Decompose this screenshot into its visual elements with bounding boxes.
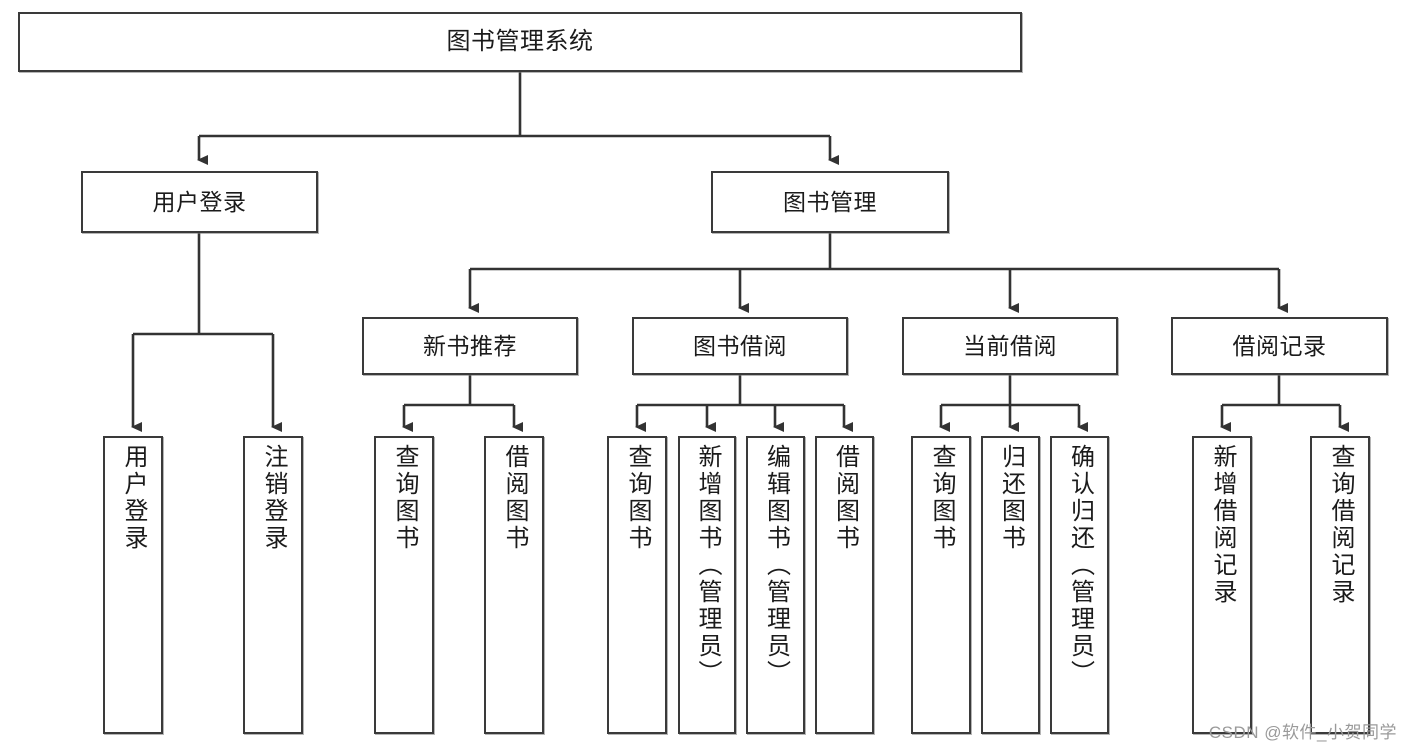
leaf-query-borrow-record[interactable]: 查询借阅记录: [1310, 436, 1370, 734]
node-label: 图书管理系统: [446, 28, 594, 56]
leaf-confirm-return-admin[interactable]: 确认归还（管理员）: [1050, 436, 1109, 734]
leaf-borrow-book-recommend[interactable]: 借阅图书: [484, 436, 544, 734]
leaf-add-borrow-record[interactable]: 新增借阅记录: [1192, 436, 1252, 734]
leaf-user-login[interactable]: 用户登录: [103, 436, 163, 734]
node-new-book-recommend[interactable]: 新书推荐: [362, 317, 578, 375]
leaf-query-book-borrow[interactable]: 查询图书: [607, 436, 667, 734]
node-label: 用户登录: [120, 444, 147, 552]
leaf-borrow-book[interactable]: 借阅图书: [815, 436, 874, 734]
node-label: 当前借阅: [963, 332, 1057, 359]
node-label: 注销登录: [260, 444, 287, 552]
node-label: 图书借阅: [693, 332, 787, 359]
node-label: 查询图书: [928, 444, 955, 552]
node-current-borrow[interactable]: 当前借阅: [902, 317, 1118, 375]
node-label: 查询借阅记录: [1327, 444, 1354, 606]
node-label: 新增借阅记录: [1209, 444, 1236, 606]
node-root-book-management-system[interactable]: 图书管理系统: [18, 12, 1022, 72]
node-label: 新增图书（管理员）: [694, 444, 721, 687]
node-label: 查询图书: [391, 444, 418, 552]
node-label: 新书推荐: [423, 332, 517, 359]
leaf-edit-book-admin[interactable]: 编辑图书（管理员）: [746, 436, 805, 734]
leaf-return-book[interactable]: 归还图书: [981, 436, 1040, 734]
node-label: 借阅图书: [831, 444, 859, 552]
node-label: 编辑图书（管理员）: [762, 444, 790, 687]
node-book-borrow[interactable]: 图书借阅: [632, 317, 848, 375]
node-book-management[interactable]: 图书管理: [711, 171, 949, 233]
node-label: 借阅记录: [1232, 332, 1327, 359]
csdn-watermark: CSDN @软件_小贺同学: [1208, 723, 1397, 742]
node-label: 借阅图书: [501, 444, 528, 552]
node-label: 用户登录: [152, 188, 247, 215]
leaf-logout-login[interactable]: 注销登录: [243, 436, 303, 734]
leaf-query-book-recommend[interactable]: 查询图书: [374, 436, 434, 734]
node-label: 查询图书: [624, 444, 651, 552]
node-label: 确认归还（管理员）: [1066, 444, 1094, 687]
node-label: 归还图书: [997, 444, 1025, 552]
node-label: 图书管理: [783, 188, 877, 215]
leaf-query-book-current[interactable]: 查询图书: [911, 436, 971, 734]
node-user-login[interactable]: 用户登录: [81, 171, 318, 233]
leaf-add-book-admin[interactable]: 新增图书（管理员）: [678, 436, 736, 734]
node-borrow-record[interactable]: 借阅记录: [1171, 317, 1388, 375]
